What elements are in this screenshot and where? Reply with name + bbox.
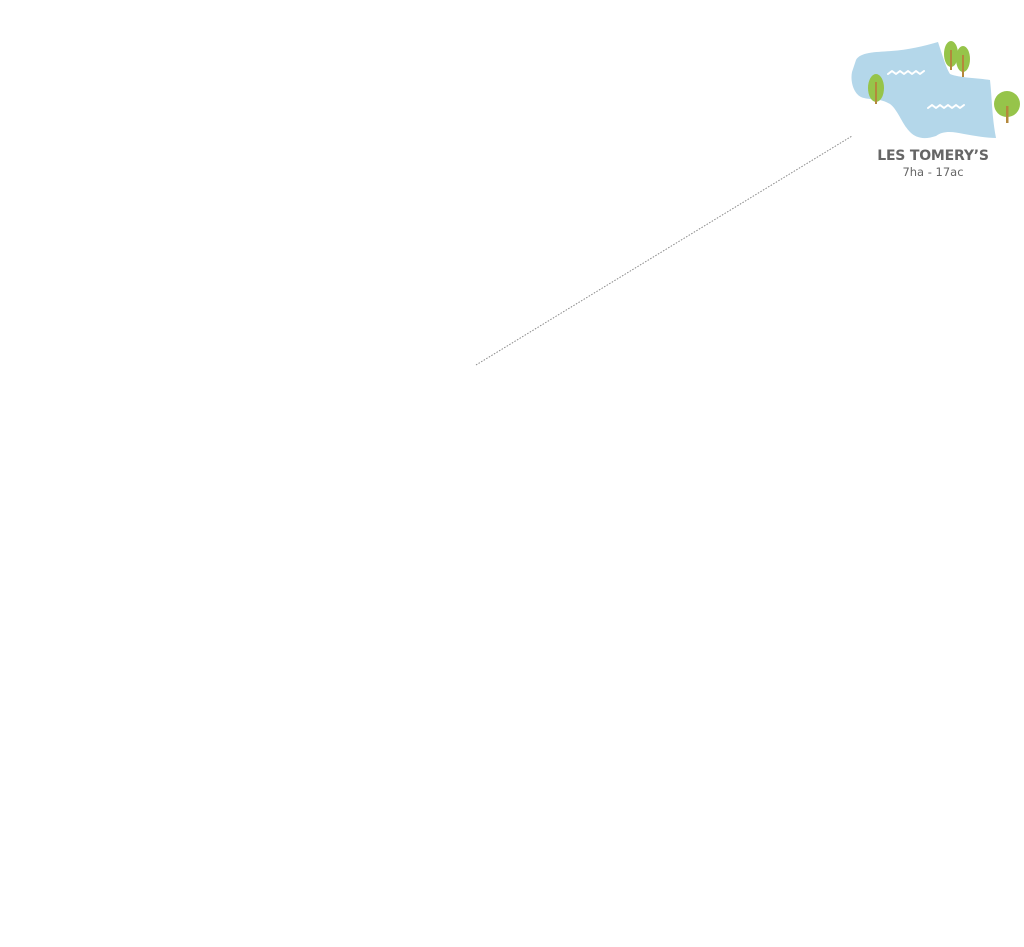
tree-icon [868, 74, 884, 104]
tree-icon [956, 46, 970, 77]
wave-icon [927, 104, 965, 109]
tree-icon [944, 41, 958, 70]
lake-marker[interactable]: LES TOMERY’S 7ha - 17ac [846, 38, 1024, 188]
lake-with-trees-icon [851, 41, 1020, 139]
wave-icon [887, 70, 925, 75]
lake-area: 7ha - 17ac [902, 165, 964, 179]
tree-icon [994, 91, 1020, 123]
lake-name: LES TOMERY’S [877, 148, 989, 164]
dotted-leader-line [475, 135, 853, 366]
lake-shape [851, 42, 996, 139]
